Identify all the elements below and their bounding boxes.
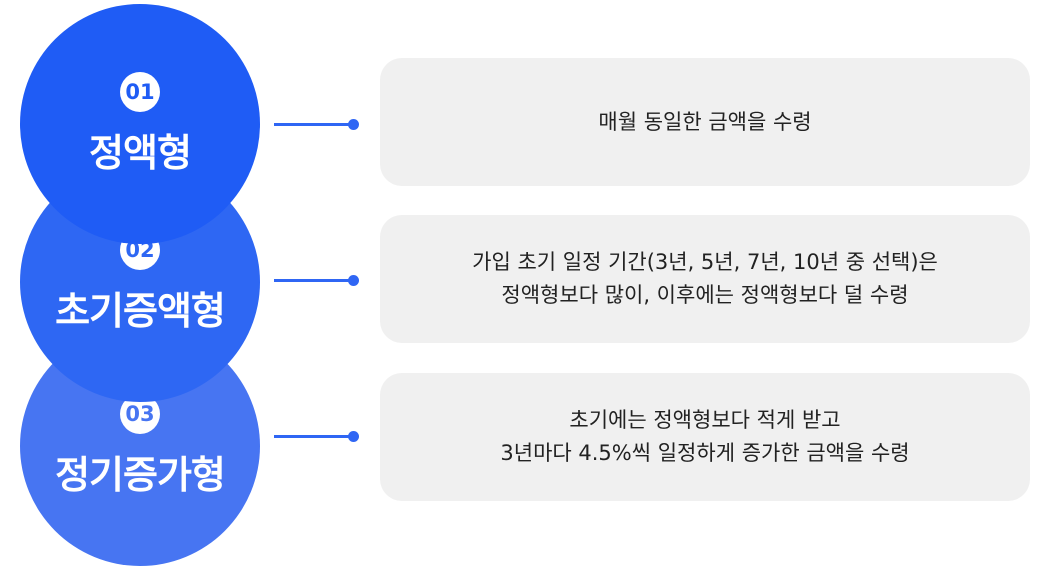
type-title-fixed: 정액형	[89, 130, 192, 175]
description-line: 초기에는 정액형보다 적게 받고	[569, 408, 841, 432]
description-box-early-increase: 가입 초기 일정 기간(3년, 5년, 7년, 10년 중 선택)은 정액형보다…	[380, 215, 1030, 343]
type-title-periodic-increase: 정기증가형	[55, 452, 226, 497]
type-title-early-increase: 초기증액형	[55, 288, 226, 333]
connector-line-1	[274, 119, 359, 130]
connector-dot-2	[348, 275, 359, 286]
description-line: 정액형보다 많이, 이후에는 정액형보다 덜 수령	[501, 283, 909, 307]
number-badge-01: 01	[120, 71, 160, 112]
description-box-periodic-increase: 초기에는 정액형보다 적게 받고 3년마다 4.5%씩 일정하게 증가한 금액을…	[380, 373, 1030, 501]
description-line: 매월 동일한 금액을 수령	[598, 109, 812, 134]
circle-type-fixed: 01 정액형	[20, 4, 260, 244]
description-line: 3년마다 4.5%씩 일정하게 증가한 금액을 수령	[500, 441, 910, 465]
connector-dot-3	[348, 431, 359, 442]
connector-line-3	[274, 431, 359, 442]
description-line: 가입 초기 일정 기간(3년, 5년, 7년, 10년 중 선택)은	[472, 250, 938, 274]
description-box-fixed: 매월 동일한 금액을 수령	[380, 58, 1030, 186]
connector-line-2	[274, 275, 359, 286]
connector-dot-1	[348, 119, 359, 130]
